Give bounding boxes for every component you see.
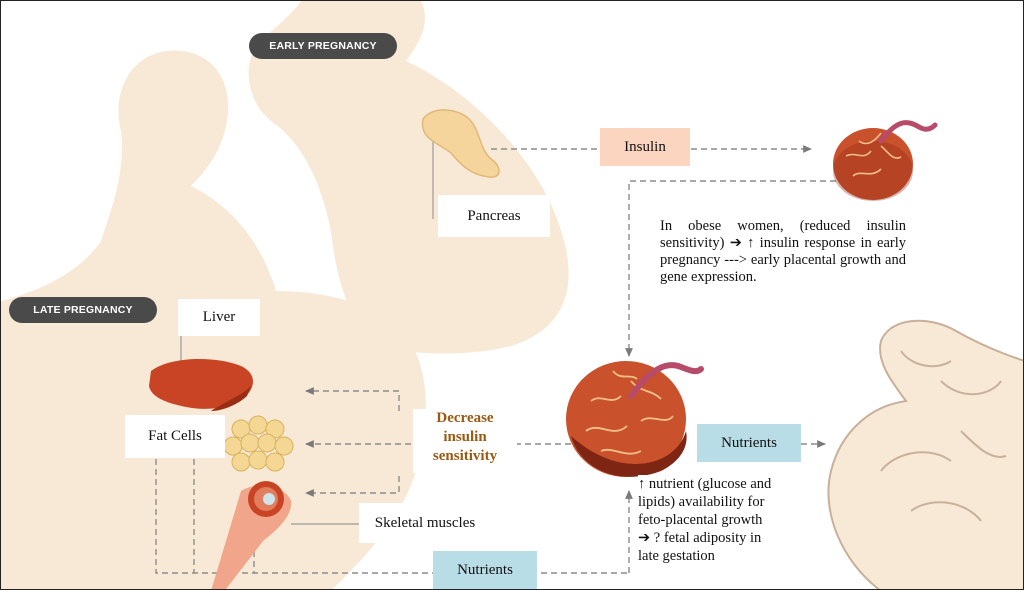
nutrient-note-line-5: late gestation: [638, 547, 814, 565]
nutrients-box-fetal: Nutrients: [697, 424, 801, 462]
large-placenta: [566, 361, 701, 477]
early-pregnancy-label: EARLY PREGNANCY: [249, 33, 397, 59]
decrease-line-1: Decrease: [413, 409, 517, 428]
nutrient-availability-note: ↑ nutrient (glucose and lipids) availabi…: [638, 475, 814, 565]
decrease-insulin-sensitivity-label: Decrease insulin sensitivity: [413, 409, 517, 473]
small-placenta: [833, 123, 935, 201]
nutrient-note-line-1: ↑ nutrient (glucose and: [638, 475, 814, 493]
obese-women-note: In obese women, (reduced insulin sensiti…: [660, 218, 906, 286]
fat-cells-label: Fat Cells: [125, 415, 225, 458]
insulin-box: Insulin: [600, 128, 690, 166]
liver-label: Liver: [178, 299, 260, 336]
decrease-line-2: insulin: [413, 428, 517, 447]
late-pregnancy-label: LATE PREGNANCY: [9, 297, 157, 323]
nutrients-box-maternal: Nutrients: [433, 551, 537, 589]
pancreas-label: Pancreas: [438, 195, 550, 237]
fat-cells-illustration: [224, 416, 293, 471]
nutrient-note-line-4: ➔ ? fetal adiposity in: [638, 529, 814, 547]
fetus-illustration: [828, 321, 1024, 590]
decrease-line-3: sensitivity: [413, 447, 517, 466]
nutrient-note-line-3: feto-placental growth: [638, 511, 814, 529]
skeletal-muscles-label: Skeletal muscles: [359, 503, 491, 543]
nutrient-note-line-2: lipids) availability for: [638, 493, 814, 511]
